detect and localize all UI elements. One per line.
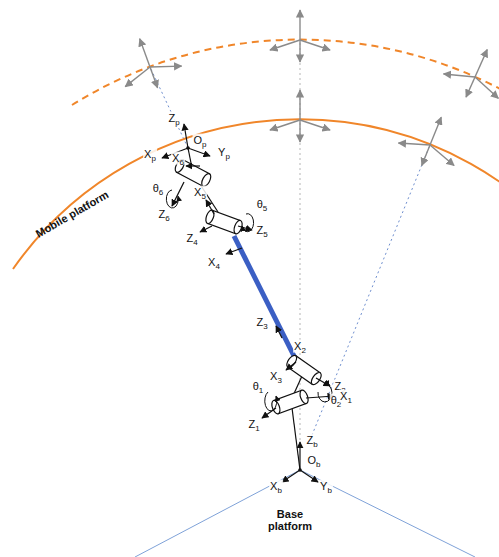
axis-label: X6	[171, 152, 185, 165]
axis-label: Xb	[269, 480, 283, 493]
axis-label: X4	[207, 256, 221, 269]
axis-label: Z6	[157, 208, 170, 221]
axis-label: Zb	[305, 434, 318, 447]
axis-label: X2	[293, 340, 307, 353]
axis-label: X5	[193, 186, 207, 199]
axis-label: Z5	[255, 224, 268, 237]
axis-label: X1	[339, 390, 353, 403]
axis-label: θ5	[256, 198, 269, 211]
axis-label: Ob	[306, 454, 321, 467]
platform-label: Mobile platform	[33, 188, 112, 240]
axis-label: θ6	[152, 182, 165, 195]
axis-label: Yp	[217, 146, 231, 159]
axis-label: Z1	[247, 418, 260, 431]
platform-label: Base platform	[261, 508, 319, 532]
axis-label: Xp	[143, 148, 157, 161]
axis-label: Op	[192, 134, 207, 147]
axis-label: Z4	[185, 232, 198, 245]
axis-label: θ1	[252, 380, 265, 393]
axis-label: Yb	[319, 480, 333, 493]
axis-label: X3	[269, 370, 283, 383]
axis-label: Zp	[167, 112, 180, 125]
axis-label: Z3	[255, 316, 268, 329]
